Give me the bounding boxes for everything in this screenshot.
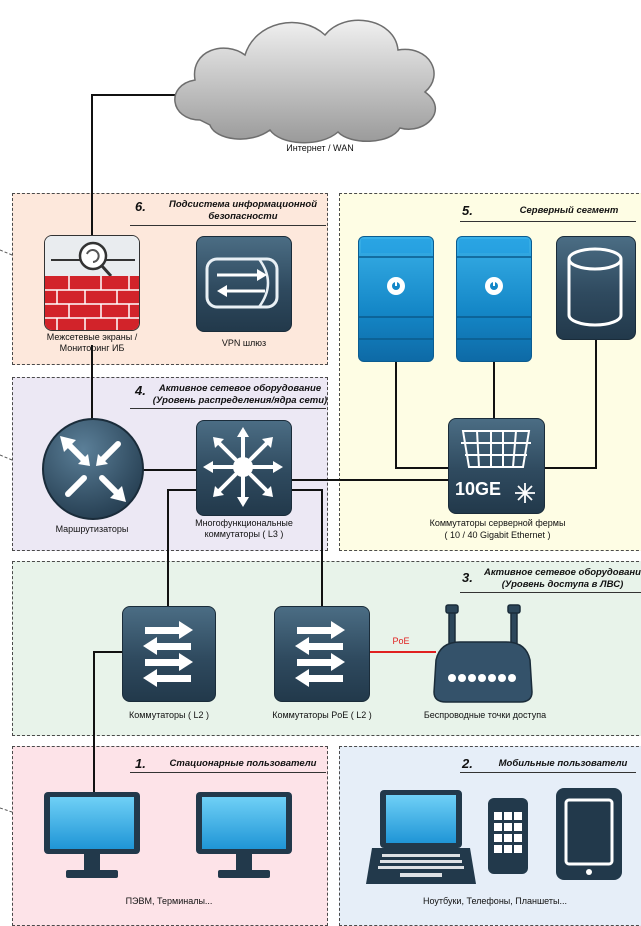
multilayer-switch-icon xyxy=(196,420,292,516)
zone-security-number: 6. xyxy=(135,199,146,214)
zone-security-title-1: Подсистема информационной xyxy=(169,199,317,210)
zone-stationary-underline xyxy=(130,772,326,773)
firewall-label-1: Межсетевые экраны / xyxy=(46,332,138,342)
mobiles-label: Ноутбуки, Телефоны, Планшеты... xyxy=(423,896,567,906)
router-icon xyxy=(42,418,144,520)
fabric-label-1: Коммутаторы серверной фермы xyxy=(429,518,566,528)
server-icon-2 xyxy=(456,236,532,362)
zone-access-title-2: (Уровень доступа в ЛВС) xyxy=(501,579,624,590)
fabric-badge: 10GE xyxy=(455,479,502,499)
switch-poe-icon xyxy=(274,606,370,702)
multilayer-switch-label-1: Многофункциональные xyxy=(195,518,293,528)
zone-security-title-2: безопасности xyxy=(208,211,278,222)
pc-monitor-2 xyxy=(196,792,292,878)
vpn-gateway-icon xyxy=(196,236,292,332)
zone-server-title: Серверный сегмент xyxy=(519,205,619,216)
switch-poe-label: Коммутаторы PoE ( L2 ) xyxy=(272,710,372,720)
firewall-icon xyxy=(44,235,140,331)
zone-server-underline xyxy=(460,221,636,222)
multilayer-switch-label-2: коммутаторы ( L3 ) xyxy=(204,529,284,539)
tablet-icon xyxy=(556,788,622,880)
poe-link-label: PoE xyxy=(392,636,410,646)
server-icon-1 xyxy=(358,236,434,362)
zone-distribution-title-2: (Уровень распределения/ядра сети) xyxy=(152,395,328,406)
storage-icon xyxy=(556,236,636,340)
fabric-label-2: ( 10 / 40 Gigabit Ethernet ) xyxy=(444,530,551,540)
internet-label: Интернет / WAN xyxy=(286,143,354,153)
vpn-label: VPN шлюз xyxy=(221,338,267,348)
phone-icon xyxy=(488,798,528,874)
zone-access-title-1: Активное сетевое оборудовани xyxy=(484,567,641,578)
pcs-label: ПЭВМ, Терминалы... xyxy=(125,896,213,906)
zone-distribution-number: 4. xyxy=(135,383,146,398)
laptop-icon xyxy=(366,790,476,884)
pc-monitor-1 xyxy=(44,792,140,878)
zone-access-number: 3. xyxy=(462,570,473,585)
zone-mobile-title: Мобильные пользователи xyxy=(498,758,628,769)
switch-l2-label: Коммутаторы ( L2 ) xyxy=(128,710,210,720)
zone-access-underline xyxy=(460,592,641,593)
zone-distribution-title-1: Активное сетевое оборудование xyxy=(158,383,322,394)
switch-l2-icon xyxy=(122,606,216,702)
router-label: Маршрутизаторы xyxy=(55,524,129,534)
zone-security-underline xyxy=(130,225,326,226)
zone-stationary-number: 1. xyxy=(135,756,146,771)
fabric-switch-icon: 10GE xyxy=(448,418,545,514)
zone-mobile-number: 2. xyxy=(462,756,473,771)
wifi-ap-label: Беспроводные точки доступа xyxy=(423,710,547,720)
zone-mobile-underline xyxy=(460,772,636,773)
firewall-label-2: Мониторинг ИБ xyxy=(59,343,125,353)
zone-distribution-underline xyxy=(130,408,326,409)
zone-stationary-title: Стационарные пользователи xyxy=(169,758,317,769)
zone-server-number: 5. xyxy=(462,203,473,218)
